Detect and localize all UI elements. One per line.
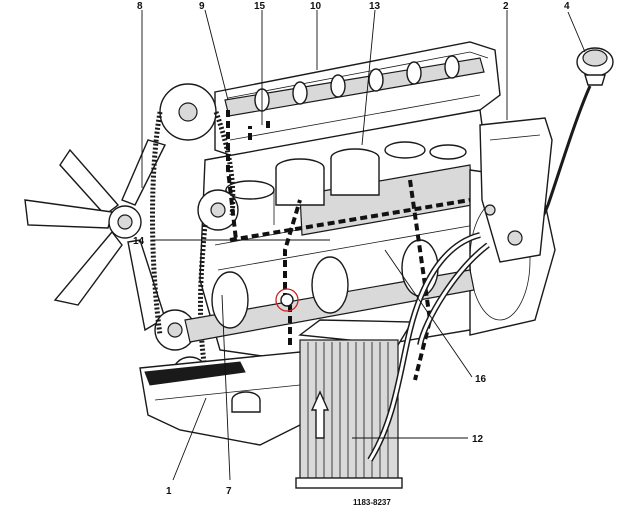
- callout-12: 12: [472, 434, 484, 445]
- oil-relief-valve-highlight: [275, 288, 299, 312]
- callout-2: 2: [503, 1, 509, 12]
- camshaft: [224, 55, 485, 117]
- callout-9: 9: [199, 1, 205, 12]
- callout-4: 4: [564, 1, 570, 12]
- callouts: 8 9 15 10 13 2 4 14 16 12 1 7: [133, 1, 570, 497]
- callout-7: 7: [226, 486, 232, 497]
- oil-pump: [231, 391, 261, 413]
- callout-14: 14: [133, 236, 145, 247]
- fan: [24, 139, 167, 332]
- callout-1: 1: [166, 486, 172, 497]
- reference-code: 1183-8237: [353, 498, 391, 507]
- leader-lines: [141, 9, 586, 481]
- oil-cooler: [295, 319, 414, 489]
- callout-10: 10: [310, 1, 322, 12]
- callout-16: 16: [475, 374, 487, 385]
- oil-filter-housing: [479, 117, 553, 263]
- callout-15: 15: [254, 1, 266, 12]
- callout-13: 13: [369, 1, 381, 12]
- cooler-hoses: [367, 232, 490, 462]
- cylinders: [225, 141, 467, 225]
- callout-8: 8: [137, 1, 143, 12]
